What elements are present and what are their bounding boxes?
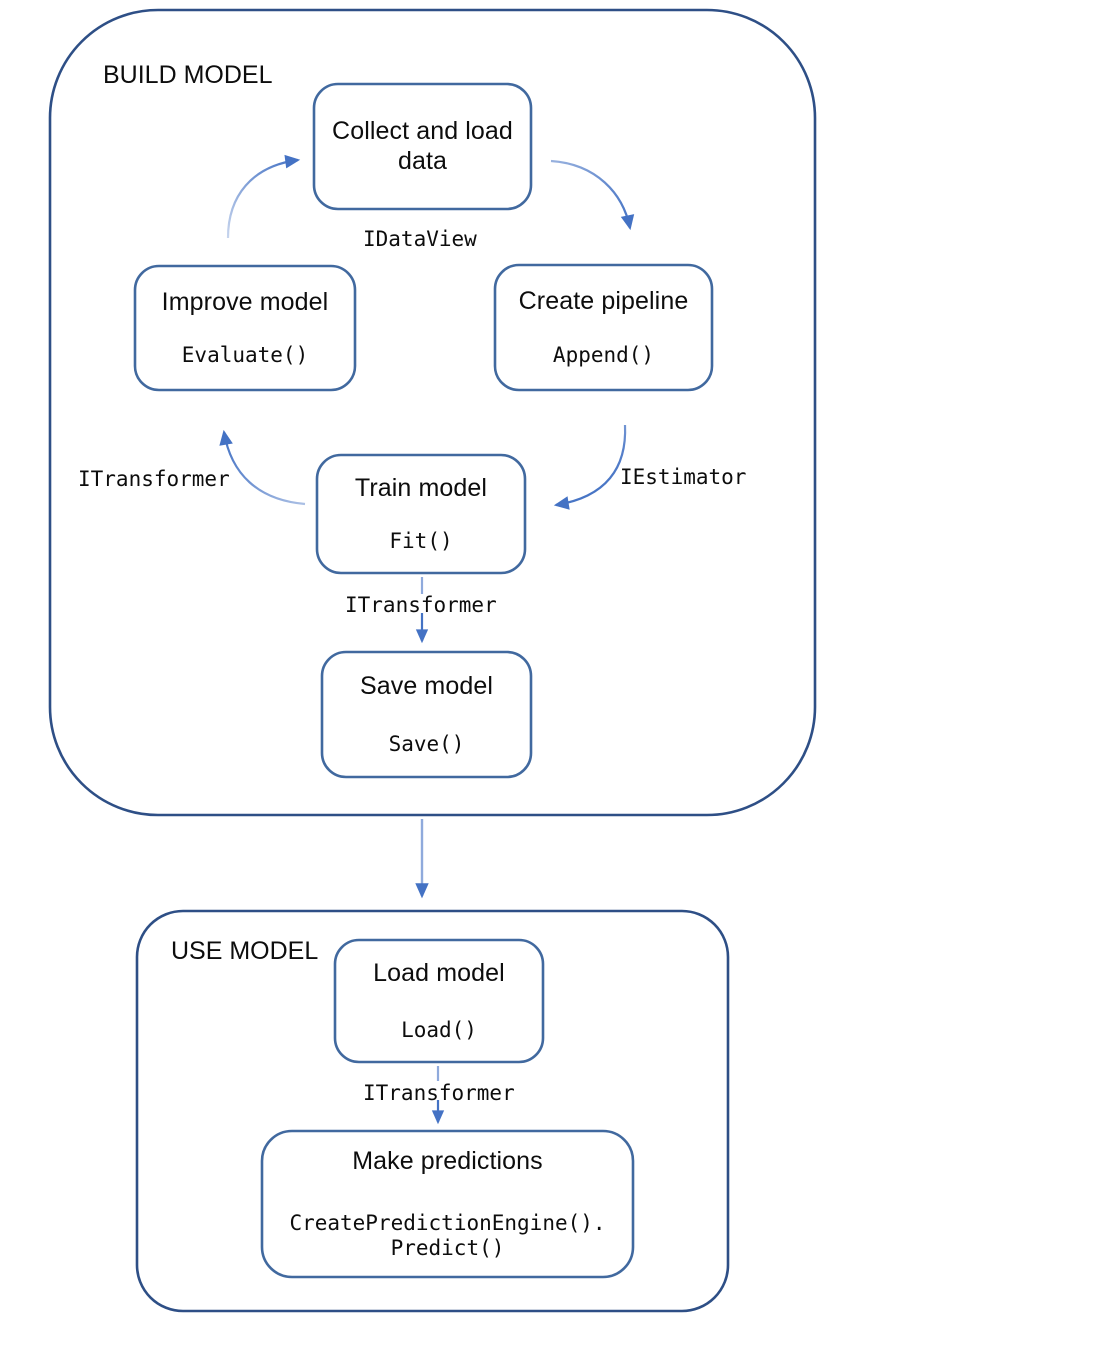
edge-pipeline-to-train: [553, 424, 627, 510]
edge-improve-to-collect: [226, 154, 301, 239]
node-predict[interactable]: Make predictions CreatePredictionEngine(…: [262, 1131, 633, 1277]
node-box-train[interactable]: [315, 453, 527, 575]
node-train[interactable]: Train model Fit(): [317, 455, 525, 573]
edge-label-itransformer-improve: ITransformer: [78, 467, 230, 491]
node-save-api: Save(): [388, 731, 465, 756]
node-predict-api: CreatePredictionEngine(). Predict(): [289, 1210, 606, 1260]
node-box-load[interactable]: [333, 938, 545, 1064]
node-load-api: Load(): [401, 1018, 477, 1043]
edge-label-itransformer-predict: ITransformer: [363, 1081, 515, 1105]
node-improve-api: Evaluate(): [181, 343, 309, 368]
node-train-api: Fit(): [389, 529, 453, 554]
node-box-collect[interactable]: [312, 82, 533, 211]
node-pipeline-api: Append(): [552, 342, 655, 367]
node-collect-title: Collect and load data: [332, 117, 513, 175]
node-box-pipeline[interactable]: [493, 263, 714, 392]
node-save-title: Save model: [359, 672, 494, 701]
node-predict-title: Make predictions: [352, 1147, 543, 1176]
edge-train-to-improve: [219, 429, 306, 506]
edge-label-itransformer-save: ITransformer: [345, 593, 497, 617]
node-box-save[interactable]: [320, 650, 533, 779]
edge-collect-to-pipeline: [550, 159, 635, 231]
node-pipeline-title: Create pipeline: [518, 287, 689, 316]
node-train-title: Train model: [354, 473, 488, 502]
node-load[interactable]: Load model Load(): [335, 940, 543, 1062]
node-improve[interactable]: Improve model Evaluate(): [135, 266, 355, 390]
node-box-predict[interactable]: [260, 1129, 635, 1279]
node-improve-title: Improve model: [161, 287, 329, 316]
edge-label-idataview: IDataView: [363, 227, 477, 251]
node-pipeline[interactable]: Create pipeline Append(): [495, 265, 712, 390]
node-save[interactable]: Save model Save(): [322, 652, 531, 777]
node-load-title: Load model: [373, 958, 505, 987]
group-container-use: [135, 909, 730, 1313]
node-collect[interactable]: Collect and load data: [314, 84, 531, 209]
node-box-improve[interactable]: [133, 264, 357, 392]
group-container-build: [48, 8, 817, 817]
edge-label-iestimator: IEstimator: [620, 465, 747, 489]
group-label-build: BUILD MODEL: [103, 61, 273, 89]
group-label-use: USE MODEL: [171, 937, 319, 965]
